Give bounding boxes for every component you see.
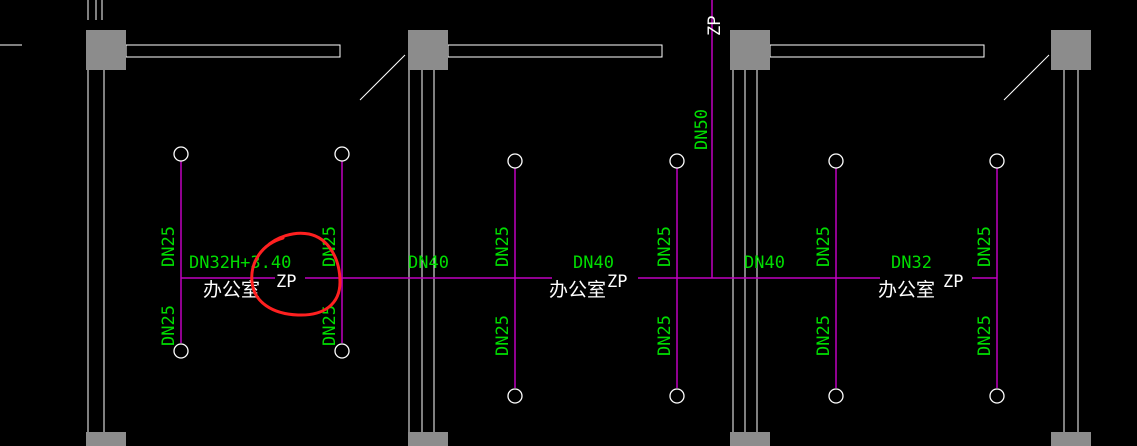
column [86,30,126,70]
column [730,432,770,446]
system-label: ZP [943,272,963,292]
column [1051,432,1091,446]
pipe-label: DN25 [814,315,834,356]
pipe-label: DN32 [891,253,932,273]
pipe-label: DN25 [159,305,179,346]
walls [87,70,1079,435]
pipe-label: DN50 [692,109,712,150]
columns [86,30,1091,446]
diagonal-lines [359,54,1050,101]
sprinkler-head-icon [828,153,844,169]
sprinkler-heads [173,146,1005,404]
red-markup-circle [250,231,342,317]
room-name-label: 办公室 [549,279,606,301]
sprinkler-head-icon [669,388,685,404]
pipe-label: DN25 [655,226,675,267]
pipe-label: DN40 [408,253,449,273]
top-left-structure [0,0,103,46]
sprinkler-head-icon [989,388,1005,404]
pipe-label: DN25 [814,226,834,267]
column [408,432,448,446]
pipe-labels-horizontal: DN32H+3.40 DN40 DN40 DN40 DN32 [189,253,932,273]
pipe-label: DN25 [159,226,179,267]
sprinkler-head-icon [828,388,844,404]
sprinkler-head-icon [173,146,189,162]
sprinkler-head-icon [173,343,189,359]
system-label: ZP [276,272,296,292]
pipe-label: DN25 [975,226,995,267]
room-name-label: 办公室 [203,279,260,301]
column [86,432,126,446]
sprinkler-head-icon [989,153,1005,169]
pipe-label: DN32H+3.40 [189,253,291,273]
sprinkler-head-icon [334,343,350,359]
sprinkler-head-icon [334,146,350,162]
pipe-label: DN40 [744,253,785,273]
zp-label: ZP [705,16,725,36]
pipes [180,0,998,388]
pipe-label: DN25 [493,315,513,356]
pipe-label: DN25 [493,226,513,267]
sprinkler-head-icon [507,388,523,404]
column [730,30,770,70]
pipe-label: DN25 [975,315,995,356]
pipe-label: DN25 [655,315,675,356]
system-label: ZP [607,272,627,292]
sprinkler-head-icon [507,153,523,169]
room-name-label: 办公室 [878,279,935,301]
pipe-label: DN40 [573,253,614,273]
column [408,30,448,70]
pipe-label: DN25 [320,305,340,346]
room-labels: ZP 办公室 ZP 办公室 ZP 办公室 ZP [203,16,963,301]
sprinkler-head-icon [669,153,685,169]
column [1051,30,1091,70]
